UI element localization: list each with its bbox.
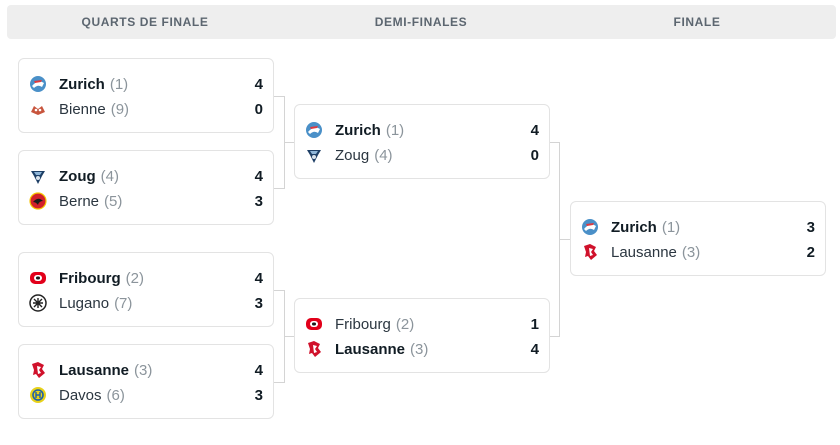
team-name: Lausanne [335,340,406,358]
zurich-lions-icon [29,75,47,93]
team-seed: (3) [681,243,701,261]
team-score: 3 [806,218,815,236]
team-seed: (2) [125,269,144,287]
team-row[interactable]: Berne(5) 3 [29,191,263,211]
team-name: Zoug [59,167,96,185]
round-title-semis: DEMI-FINALES [374,15,468,29]
team-row[interactable]: Zoug(4) 4 [29,166,263,186]
team-name: Berne [59,192,100,210]
connector-line [274,188,284,189]
connector-line [284,142,294,143]
team-row[interactable]: Lausanne(3) 4 [305,339,539,359]
team-name: Lausanne [59,361,130,379]
team-row[interactable]: Zurich(1) 3 [581,217,815,237]
team-seed: (1) [385,121,405,139]
team-row[interactable]: Lausanne(3) 2 [581,242,815,262]
connector-line [274,96,284,97]
team-score: 4 [254,75,263,93]
lausanne-icon [29,361,47,379]
davos-icon [29,386,47,404]
team-score: 0 [254,100,263,118]
team-score: 1 [530,315,539,333]
team-name: Fribourg [59,269,121,287]
team-row[interactable]: Zurich(1) 4 [305,120,539,140]
zurich-lions-icon [305,121,323,139]
team-seed: (5) [104,192,123,210]
round-title-quarters: QUARTS DE FINALE [81,15,209,29]
team-name: Davos [59,386,102,404]
connector-line [284,336,294,337]
team-seed: (6) [106,386,125,404]
team-seed: (1) [661,218,681,236]
round-title-final: FINALE [673,15,721,29]
team-name: Lugano [59,294,110,312]
team-row[interactable]: Zurich(1) 4 [29,74,263,94]
team-name: Zurich [611,218,657,236]
team-score: 3 [254,386,263,404]
team-row[interactable]: Davos(6) 3 [29,385,263,405]
lausanne-icon [305,340,323,358]
team-row[interactable]: Fribourg(2) 4 [29,268,263,288]
team-name: Zurich [59,75,105,93]
team-score: 4 [530,121,539,139]
zurich-lions-icon [581,218,599,236]
team-row[interactable]: Lausanne(3) 4 [29,360,263,380]
team-score: 3 [254,294,263,312]
team-seed: (3) [410,340,429,358]
team-name: Lausanne [611,243,677,261]
team-row[interactable]: Zoug(4) 0 [305,145,539,165]
team-seed: (4) [374,146,393,164]
team-name: Bienne [59,100,106,118]
team-score: 0 [530,146,539,164]
team-row[interactable]: Bienne(9) 0 [29,99,263,119]
team-seed: (7) [114,294,133,312]
team-score: 3 [254,192,263,210]
team-name: Fribourg [335,315,391,333]
zoug-icon [29,167,47,185]
fribourg-icon [29,269,47,287]
fribourg-icon [305,315,323,333]
connector-line [274,382,284,383]
team-name: Zoug [335,146,370,164]
berne-icon [29,192,47,210]
connector-line [274,290,284,291]
team-seed: (3) [134,361,153,379]
bienne-icon [29,100,47,118]
rounds-header: QUARTS DE FINALE DEMI-FINALES FINALE [7,5,836,39]
team-seed: (1) [109,75,129,93]
team-name: Zurich [335,121,381,139]
connector-line [550,336,559,337]
connector-line [559,239,570,240]
team-seed: (9) [110,100,130,118]
lausanne-icon [581,243,599,261]
team-score: 2 [806,243,815,261]
team-score: 4 [254,269,263,287]
team-row[interactable]: Lugano(7) 3 [29,293,263,313]
team-score: 4 [254,361,263,379]
connector-line [550,142,559,143]
zoug-icon [305,146,323,164]
team-row[interactable]: Fribourg(2) 1 [305,314,539,334]
team-seed: (2) [395,315,415,333]
lugano-icon [29,294,47,312]
team-score: 4 [254,167,263,185]
team-score: 4 [530,340,539,358]
team-seed: (4) [100,167,119,185]
